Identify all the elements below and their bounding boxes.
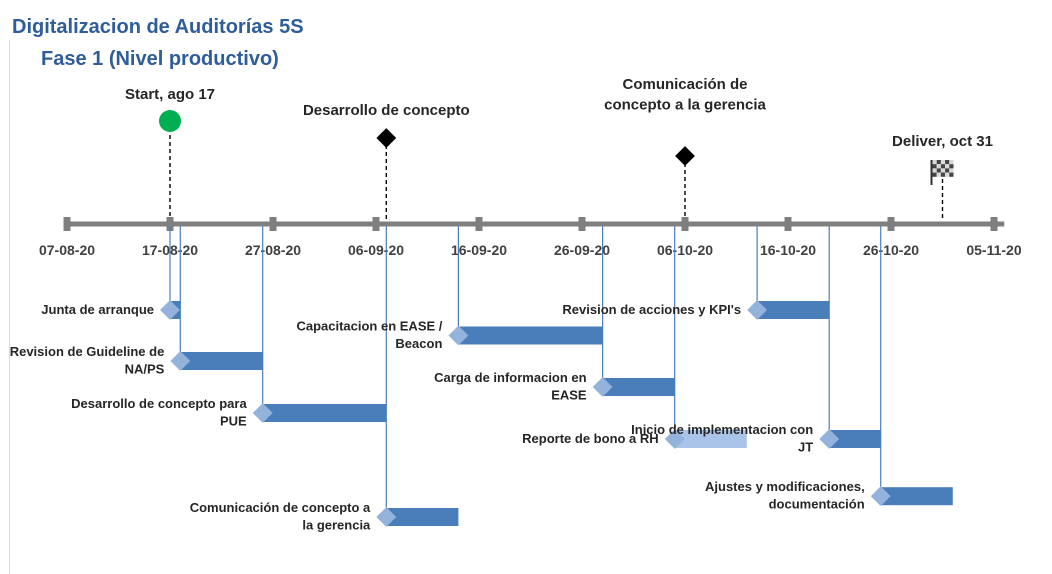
task-start-diamond: [870, 486, 891, 507]
task-label: Ajustes y modificaciones,documentación: [705, 479, 865, 512]
task-bar: [829, 430, 881, 448]
task-bar: [262, 404, 387, 422]
axis-tick-mark: [578, 217, 586, 231]
axis-tick-mark: [269, 217, 277, 231]
axis-tick-label: 16-10-20: [760, 242, 816, 258]
axis-tick-label: 06-10-20: [657, 242, 713, 258]
task-label: Reporte de bono a RH: [522, 431, 659, 446]
task-start-diamond: [376, 507, 397, 527]
task-bar: [458, 326, 603, 345]
task-label: Revision de acciones y KPI's: [562, 302, 741, 317]
axis-tick-label: 26-10-20: [863, 242, 919, 258]
axis-tick-mark: [990, 217, 998, 231]
left-border-line: [9, 40, 10, 574]
axis-tick-mark: [681, 217, 689, 231]
task-label: Capacitacion en EASE /Beacon: [296, 318, 442, 351]
chart-title: Digitalizacion de Auditorías 5S: [12, 16, 304, 38]
axis-tick-mark: [887, 217, 895, 231]
task-start-diamond: [160, 300, 180, 320]
axis-tick-mark: [784, 217, 792, 231]
axis-tick-label: 26-09-20: [554, 242, 610, 258]
task-start-diamond: [170, 351, 191, 371]
milestone-label: Deliver, oct 31: [892, 133, 993, 150]
milestone-label: Start, ago 17: [125, 86, 215, 103]
axis-tick-label: 06-09-20: [348, 242, 404, 258]
axis-tick-label: 07-08-20: [39, 242, 95, 258]
axis-tick-mark: [63, 217, 71, 231]
axis-tick-mark: [166, 217, 174, 231]
milestone-start-circle: [159, 110, 181, 132]
milestone-label: Desarrollo de concepto: [303, 102, 470, 119]
checkered-flag-icon: [930, 160, 954, 185]
milestone-diamond: [675, 146, 695, 166]
task-bar: [757, 301, 830, 319]
task-label: Junta de arranque: [41, 302, 154, 317]
axis-tick-mark: [372, 217, 380, 231]
task-start-diamond: [664, 429, 685, 449]
task-bar: [674, 430, 747, 448]
task-start-diamond: [448, 325, 469, 346]
chart-subtitle: Fase 1 (Nivel productivo): [41, 48, 279, 70]
axis-tick-label: 05-11-20: [966, 242, 1021, 258]
task-bar: [386, 508, 459, 526]
task-bar: [180, 352, 263, 370]
axis-tick-label: 27-08-20: [245, 242, 301, 258]
milestone-diamond: [376, 128, 397, 148]
task-start-diamond: [747, 300, 767, 320]
task-start-diamond: [592, 377, 613, 397]
axis-tick-label: 16-09-20: [451, 242, 507, 258]
task-bar: [880, 487, 953, 506]
task-bar: [602, 378, 675, 396]
task-start-diamond: [819, 429, 840, 449]
axis-tick-mark: [475, 217, 483, 231]
